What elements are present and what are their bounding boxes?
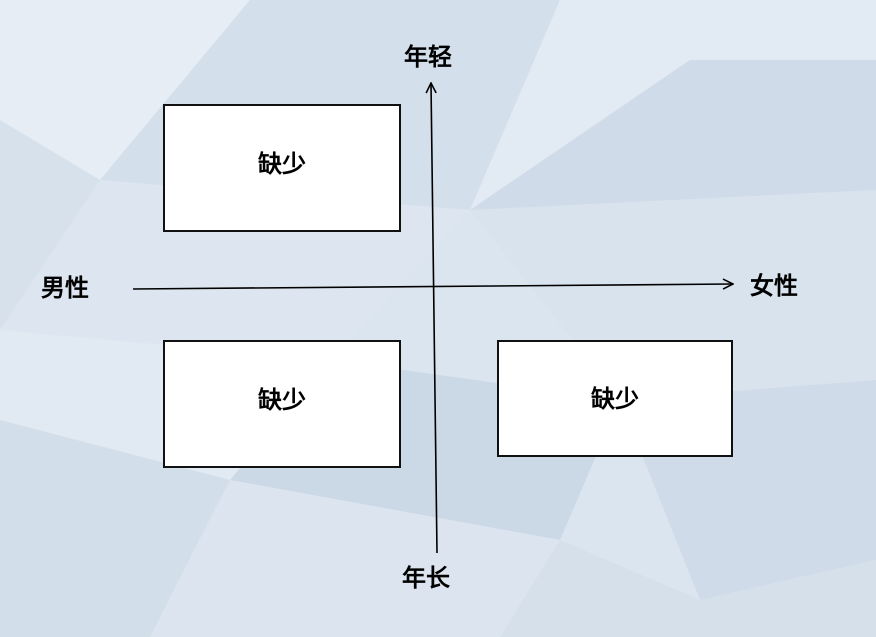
vertical-axis-arrow xyxy=(431,83,438,554)
quadrant-label-top-left: 缺少 xyxy=(258,149,306,178)
quadrant-label-bottom-right: 缺少 xyxy=(591,385,639,413)
quadrant-box-bottom-left: 缺少 xyxy=(163,340,401,468)
axis-label-left: 男性 xyxy=(41,274,89,302)
quadrant-box-top-left: 缺少 xyxy=(163,104,401,232)
quadrant-label-bottom-left: 缺少 xyxy=(258,385,306,414)
axis-label-top: 年轻 xyxy=(404,43,452,71)
axis-label-right: 女性 xyxy=(750,272,798,300)
quadrant-box-bottom-right: 缺少 xyxy=(497,340,733,457)
axis-label-bottom: 年长 xyxy=(402,564,450,592)
